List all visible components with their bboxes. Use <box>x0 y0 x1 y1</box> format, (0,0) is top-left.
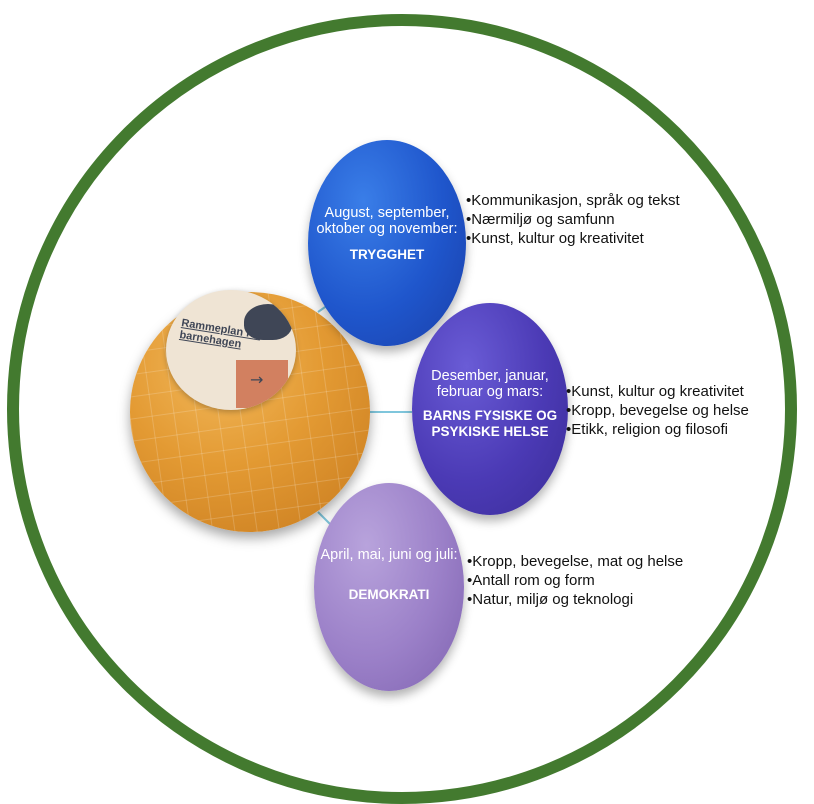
rammeplan-book-image: → Rammeplan for barnehagen <box>166 290 296 410</box>
period-theme: TRYGGHET <box>349 247 425 262</box>
topic-item: Antall rom og form <box>467 571 687 590</box>
period-topics-autumn: Kommunikasjon, språk og tekst Nærmiljø o… <box>466 191 686 248</box>
topic-item: Kunst, kultur og kreativitet <box>566 382 796 401</box>
topic-item: Kommunikasjon, språk og tekst <box>466 191 686 210</box>
period-months: April, mai, juni og juli: <box>320 547 458 563</box>
period-theme: BARNS FYSISKE OG PSYKISKE HELSE <box>422 408 558 439</box>
period-months: Desember, januar, februar og mars: <box>431 368 549 400</box>
book-block-shape <box>236 360 288 408</box>
topic-item: Kropp, bevegelse, mat og helse <box>467 552 687 571</box>
topic-item: Natur, miljø og teknologi <box>467 590 687 609</box>
period-oval-spring: April, mai, juni og juli: DEMOKRATI <box>314 483 464 691</box>
topic-item: Etikk, religion og filosofi <box>566 420 796 439</box>
period-topics-winter: Kunst, kultur og kreativitet Kropp, beve… <box>566 382 796 439</box>
period-months: August, september, oktober og november: <box>316 205 458 237</box>
period-topics-spring: Kropp, bevegelse, mat og helse Antall ro… <box>467 552 687 609</box>
period-theme: DEMOKRATI <box>348 587 430 602</box>
period-oval-winter: Desember, januar, februar og mars: BARNS… <box>412 303 568 515</box>
topic-item: Kropp, bevegelse og helse <box>566 401 796 420</box>
topic-item: Kunst, kultur og kreativitet <box>466 229 686 248</box>
book-cloud-shape <box>244 304 292 340</box>
arrow-right-icon: → <box>250 370 264 389</box>
topic-item: Nærmiljø og samfunn <box>466 210 686 229</box>
period-oval-autumn: August, september, oktober og november: … <box>308 140 466 346</box>
